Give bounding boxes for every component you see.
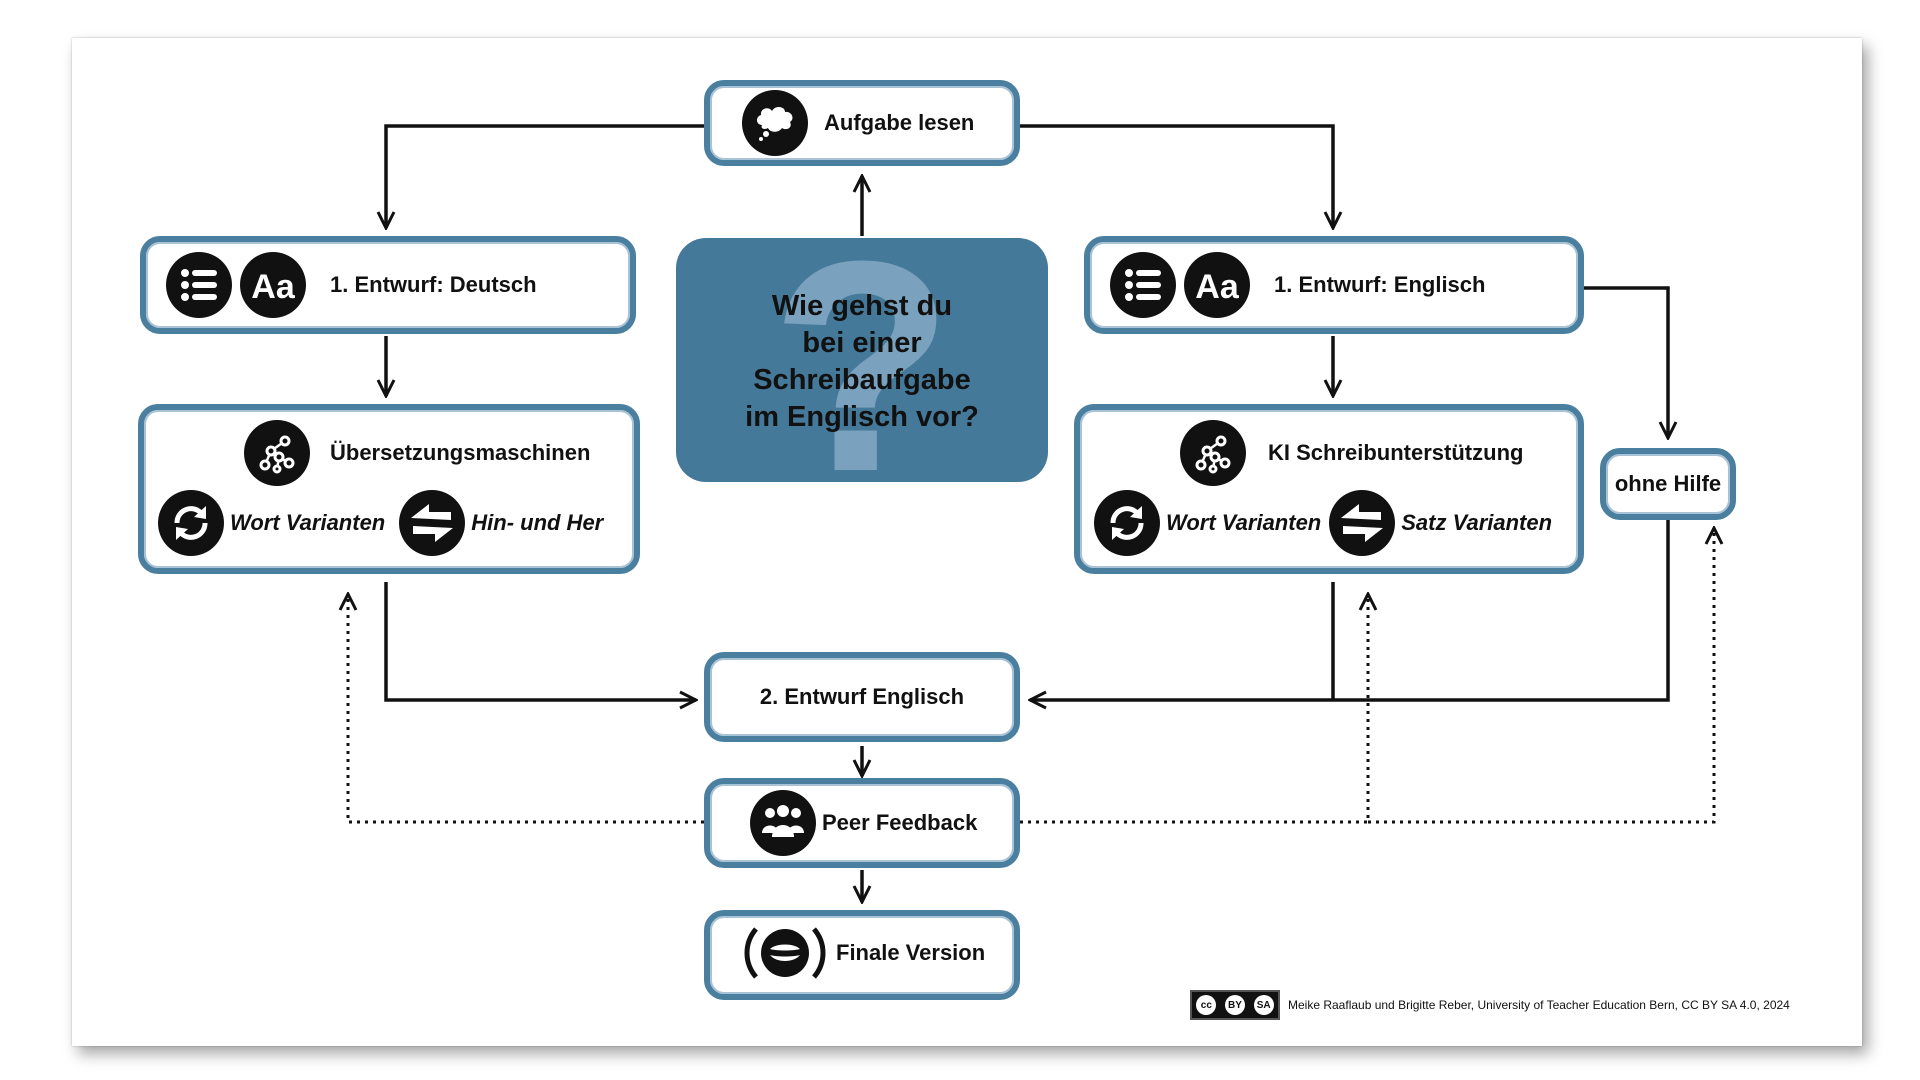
read-task-label: Aufgabe lesen bbox=[824, 110, 975, 135]
flow-connectors bbox=[72, 124, 1862, 1046]
arrow-read-to-draft-german bbox=[386, 124, 704, 228]
translation-option-back-and-forth: Hin- und Her bbox=[471, 510, 604, 535]
final-version-box: Finale Version bbox=[704, 910, 1020, 1000]
swap-arrows-icon bbox=[1329, 490, 1396, 556]
draft-german-label: 1. Entwurf: Deutsch bbox=[330, 272, 537, 297]
translation-machines-box: Übersetzungsmaschinen Wort Varianten Hin… bbox=[138, 404, 640, 574]
central-question-text: Wie gehst du bei einer Schreibaufgabe im… bbox=[676, 288, 1048, 436]
no-help-box: ohne Hilfe bbox=[1600, 448, 1736, 520]
group-people-icon bbox=[750, 790, 816, 856]
thought-bubble-icon bbox=[742, 90, 808, 156]
swap-arrows-icon bbox=[399, 490, 466, 556]
question-line-2: bei einer bbox=[802, 327, 922, 359]
cc-badge-by: BY bbox=[1224, 995, 1245, 1015]
no-help-label: ohne Hilfe bbox=[1614, 471, 1722, 496]
question-mark-watermark: ? bbox=[770, 238, 954, 482]
dotted-arrow-peer-to-ai bbox=[1020, 594, 1368, 824]
cc-badge-cc: cc bbox=[1196, 995, 1217, 1015]
question-line-1: Wie gehst du bbox=[771, 290, 953, 322]
dotted-arrow-peer-to-no-help bbox=[1368, 528, 1714, 824]
central-question-box: ? Wie gehst du bei einer Schreibaufgabe … bbox=[676, 238, 1048, 482]
second-draft-label: 2. Entwurf Englisch bbox=[759, 684, 965, 709]
draft-english-box: Aa 1. Entwurf: Englisch bbox=[1084, 236, 1584, 334]
refresh-cycle-icon bbox=[158, 490, 224, 556]
question-line-3: Schreibaufgabe bbox=[753, 364, 971, 396]
peer-feedback-label: Peer Feedback bbox=[822, 810, 978, 835]
network-nodes-icon bbox=[1180, 420, 1246, 486]
speaking-mouth-icon bbox=[742, 920, 828, 986]
network-nodes-icon bbox=[244, 420, 310, 486]
draft-german-box: Aa 1. Entwurf: Deutsch bbox=[140, 236, 636, 334]
cc-badge-sa: SA bbox=[1253, 995, 1274, 1015]
dotted-arrow-peer-to-translation bbox=[348, 594, 704, 824]
svg-text:Aa: Aa bbox=[1195, 268, 1240, 305]
font-aa-icon: Aa bbox=[1184, 252, 1250, 318]
translation-option-word-variants: Wort Varianten bbox=[230, 510, 386, 535]
refresh-cycle-icon bbox=[1094, 490, 1160, 556]
read-task-box: Aufgabe lesen bbox=[704, 80, 1020, 166]
ai-writing-title: KI Schreibunterstützung bbox=[1268, 440, 1524, 465]
translation-machines-title: Übersetzungsmaschinen bbox=[330, 440, 591, 465]
question-line-4: im Englisch vor? bbox=[745, 401, 979, 433]
ai-option-sentence-variants: Satz Varianten bbox=[1401, 510, 1553, 535]
arrow-draft-english-to-no-help bbox=[1584, 286, 1668, 438]
second-draft-box: 2. Entwurf Englisch bbox=[704, 652, 1020, 742]
font-aa-icon: Aa bbox=[240, 252, 306, 318]
diagram-slide: Aufgabe lesen Aa 1. Entwurf: Deutsch bbox=[72, 38, 1862, 1046]
credit-text: Meike Raaflaub und Brigitte Reber, Unive… bbox=[1288, 998, 1790, 1012]
peer-feedback-box: Peer Feedback bbox=[704, 778, 1020, 868]
final-version-label: Finale Version bbox=[836, 940, 986, 965]
svg-text:Aa: Aa bbox=[251, 268, 296, 305]
cc-license-badge-icon: cc BY SA bbox=[1190, 990, 1280, 1020]
arrow-read-to-draft-english bbox=[1020, 124, 1333, 228]
ai-option-word-variants: Wort Varianten bbox=[1166, 510, 1322, 535]
ai-writing-support-box: KI Schreibunterstützung Wort Varianten S… bbox=[1074, 404, 1584, 574]
license-credit: cc BY SA Meike Raaflaub und Brigitte Reb… bbox=[1190, 990, 1790, 1020]
arrow-translation-to-second-draft bbox=[384, 582, 696, 700]
draft-english-label: 1. Entwurf: Englisch bbox=[1274, 272, 1486, 297]
arrow-no-help-to-second-draft bbox=[1030, 516, 1670, 700]
list-icon bbox=[166, 252, 232, 318]
list-icon bbox=[1110, 252, 1176, 318]
